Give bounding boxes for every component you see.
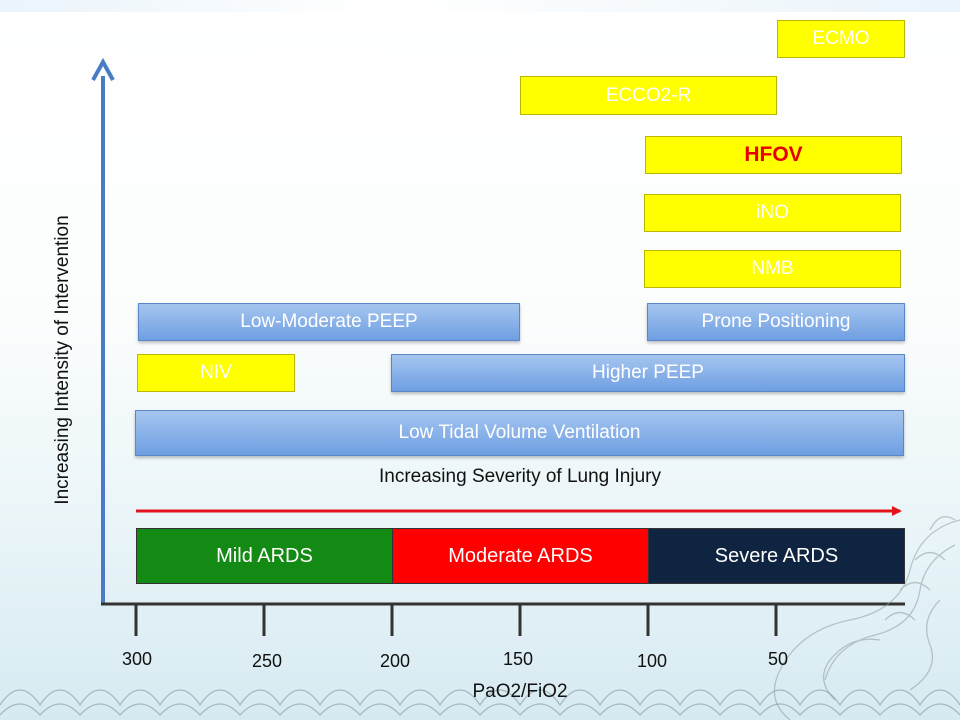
x-tick-label-300: 300 — [121, 649, 153, 669]
ecco2r-box: ECCO2-R — [520, 76, 777, 115]
x-axis-label: PaO2/FiO2 — [472, 681, 568, 702]
y-axis-arrowhead — [91, 57, 115, 81]
dragon-decoration — [773, 516, 960, 720]
x-tick-label-250: 250 — [251, 651, 283, 671]
top-band — [0, 0, 960, 12]
low-moderate-peep-box: Low-Moderate PEEP — [138, 303, 520, 341]
wave-decoration — [0, 689, 960, 716]
x-tick-label-150: 150 — [502, 649, 534, 669]
y-axis-label: Increasing Intensity of Intervention — [52, 215, 73, 505]
stage-moderate: Moderate ARDS — [392, 528, 649, 584]
x-tick-label-100: 100 — [636, 651, 668, 671]
x-tick-label-200: 200 — [379, 651, 411, 671]
ecmo-box: ECMO — [777, 20, 905, 58]
hfov-box: HFOV — [645, 136, 902, 174]
x-tick-label-50: 50 — [767, 649, 789, 669]
low-tidal-volume-box: Low Tidal Volume Ventilation — [135, 410, 904, 456]
severity-caption: Increasing Severity of Lung Injury — [379, 466, 661, 487]
higher-peep-box: Higher PEEP — [391, 354, 905, 392]
ino-box: iNO — [644, 194, 901, 232]
stage-severe: Severe ARDS — [648, 528, 905, 584]
prone-positioning-box: Prone Positioning — [647, 303, 905, 341]
niv-box: NIV — [137, 354, 295, 392]
stage-mild: Mild ARDS — [136, 528, 393, 584]
nmb-box: NMB — [644, 250, 901, 288]
